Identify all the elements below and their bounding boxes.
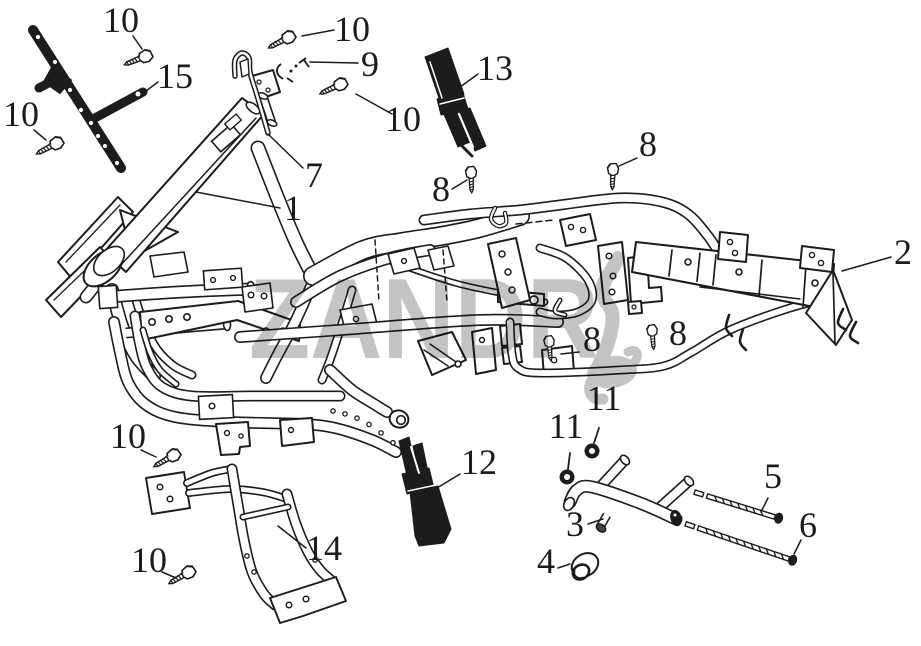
svg-text:6: 6: [799, 505, 817, 545]
svg-text:ZANDR: ZANDR: [249, 256, 599, 383]
svg-text:5: 5: [764, 456, 782, 496]
svg-text:10: 10: [334, 9, 370, 49]
svg-text:12: 12: [461, 442, 497, 482]
svg-text:8: 8: [669, 313, 687, 353]
svg-text:15: 15: [157, 56, 193, 96]
svg-text:3: 3: [566, 504, 584, 544]
svg-text:2: 2: [894, 232, 912, 272]
svg-text:10: 10: [110, 416, 146, 456]
svg-text:7: 7: [305, 155, 323, 195]
svg-text:9: 9: [361, 44, 379, 84]
svg-text:13: 13: [477, 48, 513, 88]
svg-text:10: 10: [131, 540, 167, 580]
svg-text:10: 10: [103, 0, 139, 40]
svg-text:8: 8: [583, 319, 601, 359]
svg-text:11: 11: [549, 406, 584, 446]
svg-text:8: 8: [639, 124, 657, 164]
svg-text:8: 8: [432, 169, 450, 209]
svg-text:10: 10: [385, 99, 421, 139]
svg-text:1: 1: [284, 188, 302, 228]
svg-text:10: 10: [3, 94, 39, 134]
svg-text:14: 14: [306, 528, 342, 568]
svg-text:4: 4: [537, 541, 555, 581]
